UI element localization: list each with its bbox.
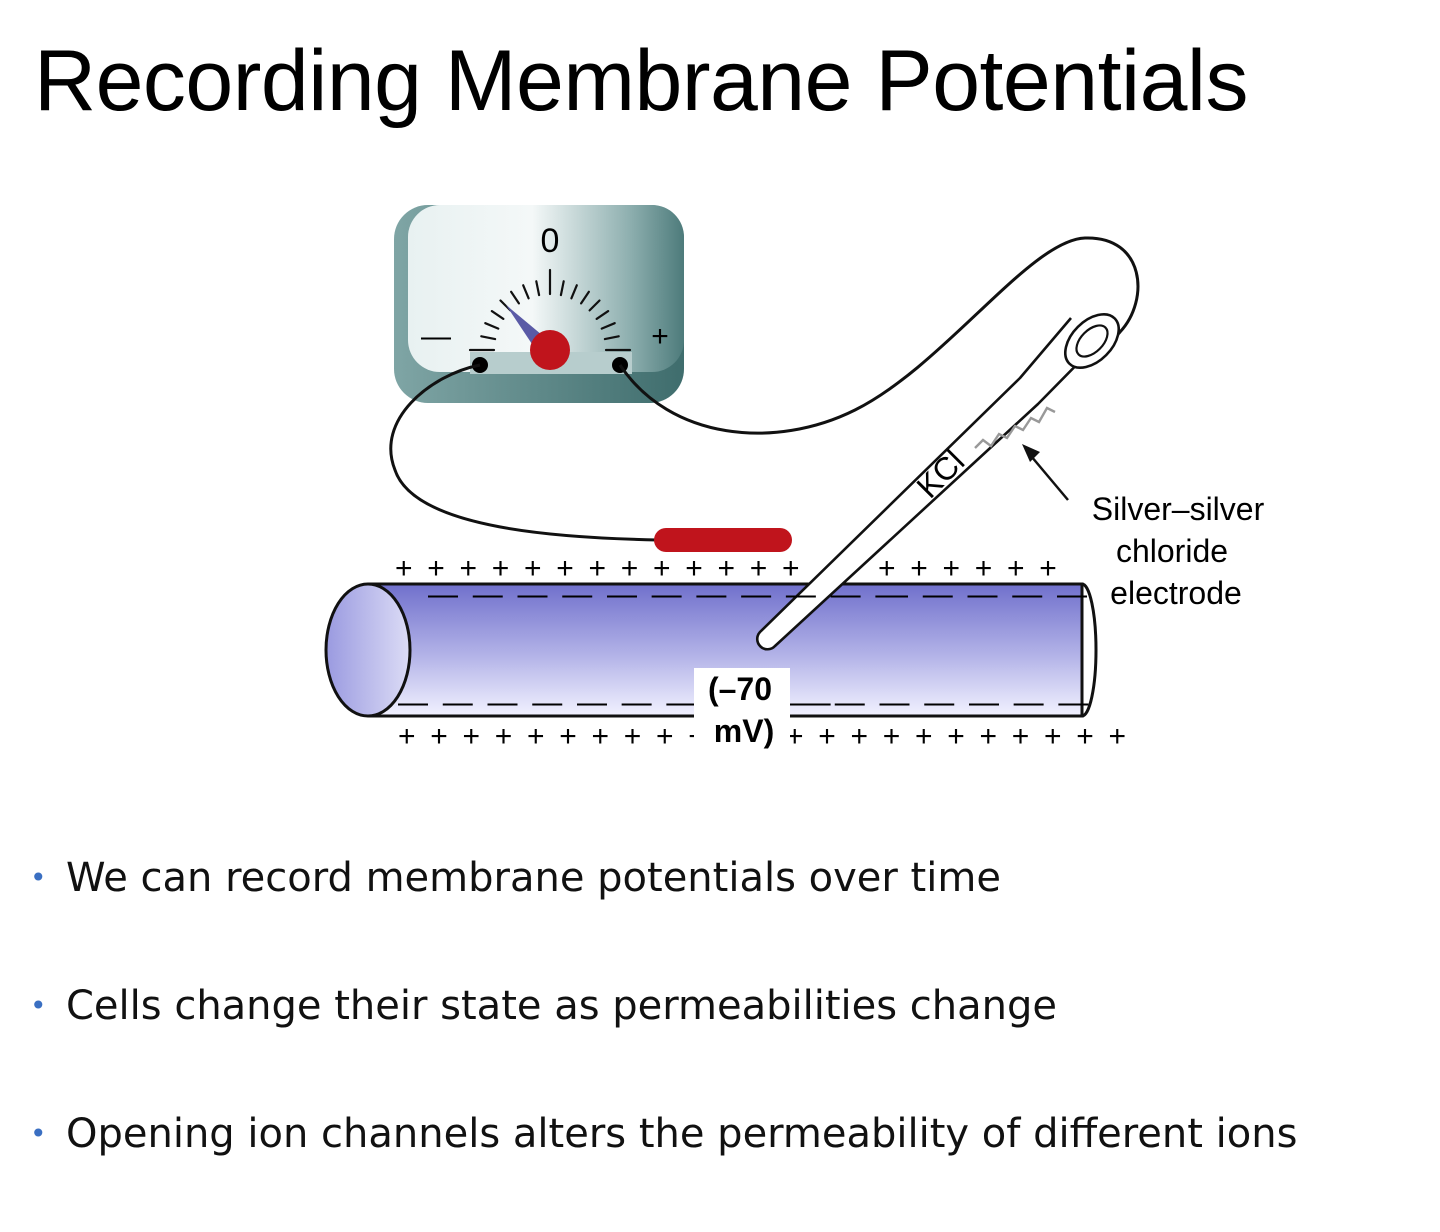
bullet-list: • We can record membrane potentials over … <box>30 848 1297 1232</box>
potential-value-line-2: mV) <box>714 713 774 749</box>
bullet-text: Opening ion channels alters the permeabi… <box>66 1111 1298 1157</box>
bullet-item: • Opening ion channels alters the permeab… <box>30 1104 1297 1232</box>
dial-tick <box>490 310 505 320</box>
axon-cut-end <box>324 582 412 718</box>
dial-tick <box>510 290 521 305</box>
slide-title: Recording Membrane Potentials <box>34 33 1249 129</box>
meter-zero-label: 0 <box>541 222 560 260</box>
dial-tick <box>570 284 578 300</box>
inside-charges-top-right: — — — — — <box>878 578 1090 611</box>
reference-wire <box>389 363 659 542</box>
voltmeter: 0 — + <box>394 205 684 403</box>
bullet-dot: • <box>30 1117 47 1150</box>
electrode-annotation-line-1: Silver–silver <box>1092 491 1265 527</box>
dial-tick <box>535 280 541 297</box>
outside-charges-bottom-left: + + + + + + + + + + + <box>398 720 741 753</box>
electrode-annotation: Silver–silver chloride electrode <box>1022 444 1265 611</box>
outside-charges-top-right: + + + + + + <box>878 552 1060 585</box>
dial-tick <box>588 299 601 312</box>
recording-wire <box>618 236 1140 435</box>
meter-pivot <box>530 330 570 370</box>
electrode-annotation-line-2: chloride <box>1116 533 1228 569</box>
bullet-text: Cells change their state as permeabiliti… <box>66 983 1057 1029</box>
bullet-item: • We can record membrane potentials over … <box>30 848 1297 976</box>
dial-ticks <box>468 268 632 352</box>
dial-tick <box>559 280 565 297</box>
inside-charges-bottom-right: — — — — — — — <box>790 686 1092 719</box>
reference-electrode <box>654 528 792 552</box>
dial-tick <box>484 322 500 330</box>
bullet-item: • Cells change their state as permeabilit… <box>30 976 1297 1104</box>
bullet-dot: • <box>30 861 47 894</box>
dial-tick <box>522 284 530 300</box>
dial-tick <box>579 290 591 305</box>
dial-tick <box>480 335 497 341</box>
dial-tick <box>600 322 616 330</box>
dial-tick <box>603 335 620 341</box>
inside-charges-top-left: — — — — — — — — — — — <box>428 578 909 611</box>
bullet-text: We can record membrane potentials over t… <box>66 855 1001 901</box>
silver-chloride-wire <box>974 406 1056 449</box>
outside-charges-bottom-right: + + + + + + + + + + + <box>786 720 1129 753</box>
bullet-dot: • <box>30 989 47 1022</box>
meter-minus-label: — <box>421 320 451 353</box>
outside-charges-top-left: + + + + + + + + + + + + + <box>395 552 803 585</box>
electrode-annotation-line-3: electrode <box>1110 575 1242 611</box>
dial-tick <box>595 310 610 320</box>
potential-value-line-1: (–70 <box>708 671 772 707</box>
recording-diagram: 0 — + KCl Silver–silver chloride electro… <box>324 205 1265 753</box>
meter-plus-label: + <box>651 320 669 353</box>
